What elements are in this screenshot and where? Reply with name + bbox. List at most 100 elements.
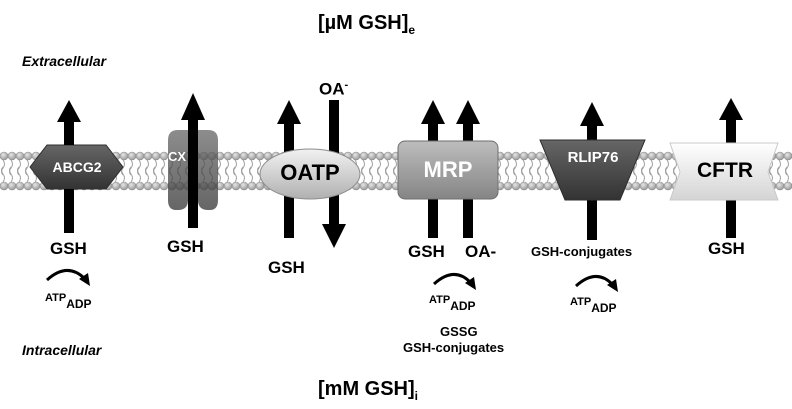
cftr-arrow-head <box>719 98 743 120</box>
lipid-head <box>119 181 129 191</box>
lipid-tail <box>529 166 533 183</box>
lipid-tail <box>225 159 229 176</box>
lipid-head <box>535 181 545 191</box>
lipid-tail <box>505 166 509 183</box>
lipid-head <box>663 181 673 191</box>
lipid-tail <box>369 159 373 176</box>
lipid-tail <box>377 166 381 183</box>
lipid-tail <box>649 159 653 176</box>
mrp-arrow2-head <box>456 100 480 124</box>
oatp-exchange-anion: OA- <box>319 80 348 98</box>
lipid-tail <box>145 159 149 176</box>
lipid-head <box>255 151 265 161</box>
lipid-head <box>111 181 121 191</box>
lipid-head <box>127 151 137 161</box>
lipid-head <box>231 151 241 161</box>
lipid-tail <box>657 159 661 176</box>
intracellular-conc-sub: i <box>414 389 419 403</box>
mrp-box <box>397 140 499 200</box>
lipid-tail <box>9 166 13 183</box>
lipid-tail <box>153 166 157 183</box>
abcg2-label: ABCG2 <box>52 159 102 175</box>
lipid-head <box>375 151 385 161</box>
rlip76-transporter <box>539 102 646 240</box>
lipid-head <box>151 151 161 161</box>
lipid-head <box>247 181 257 191</box>
lipid-head <box>519 181 529 191</box>
lipid-tail <box>393 159 397 176</box>
lipid-tail <box>545 159 549 176</box>
lipid-head <box>23 181 33 191</box>
lipid-tail <box>657 166 661 183</box>
rlip76-label: RLIP76 <box>567 149 619 166</box>
mrp-atp-arc <box>432 273 472 286</box>
lipid-head <box>159 181 169 191</box>
lipid-head <box>527 181 537 191</box>
lipid-tail <box>641 166 645 183</box>
extracellular-conc-main: [µM GSH] <box>318 12 409 34</box>
rlip76-atp: ATP <box>570 296 592 308</box>
lipid-head <box>351 151 361 161</box>
lipid-tail <box>129 159 133 176</box>
lipid-tail <box>249 166 253 183</box>
lipid-tail <box>241 166 245 183</box>
mrp-label: MRP <box>423 157 473 182</box>
lipid-tail <box>361 166 365 183</box>
lipid-tail <box>513 159 517 176</box>
lipid-tail <box>137 159 141 176</box>
abcg2-hexagon <box>29 144 124 190</box>
lipid-head <box>511 181 521 191</box>
lipid-tail <box>521 159 525 176</box>
lipid-head <box>519 151 529 161</box>
lipid-head <box>359 151 369 161</box>
lipid-head <box>119 151 129 161</box>
lipid-head <box>239 181 249 191</box>
lipid-tail <box>225 166 229 183</box>
rlip76-adp: ADP <box>591 301 617 315</box>
lipid-tail <box>241 159 245 176</box>
lipid-head <box>135 151 145 161</box>
lipid-tail <box>25 166 29 183</box>
abcg2-atp-arc-head <box>79 273 90 286</box>
cx-arrow-head <box>181 93 205 120</box>
lipid-head <box>135 181 145 191</box>
mrp-adp: ADP <box>450 299 476 313</box>
mrp-arrow1-head <box>421 100 445 124</box>
lipid-tail <box>673 166 677 183</box>
lipid-tail <box>377 159 381 176</box>
lipid-head <box>543 181 553 191</box>
lipid-tail <box>233 166 237 183</box>
lipid-head <box>367 151 377 161</box>
lipid-head <box>647 151 657 161</box>
extracellular-concentration: [µM GSH]e <box>318 13 415 36</box>
lipid-head <box>223 151 233 161</box>
lipid-tail <box>233 159 237 176</box>
lipid-tail <box>17 159 21 176</box>
lipid-tail <box>513 166 517 183</box>
mrp-atp-arc-head <box>465 277 476 290</box>
lipid-head <box>239 151 249 161</box>
cftr-transporter <box>669 98 779 238</box>
lipid-tail <box>545 166 549 183</box>
lipid-head <box>663 151 673 161</box>
lipid-tail <box>785 166 789 183</box>
lipid-tail <box>641 159 645 176</box>
lipid-head <box>775 151 785 161</box>
abcg2-substrate: GSH <box>50 239 87 258</box>
lipid-tail <box>257 159 261 176</box>
oatp-ellipse <box>259 148 361 200</box>
lipid-head <box>783 181 792 191</box>
lipid-tail <box>257 166 261 183</box>
lipid-head <box>375 181 385 191</box>
mrp-substrate-gsh: GSH <box>408 242 445 261</box>
lipid-head <box>15 151 25 161</box>
intracellular-concentration: [mM GSH]i <box>318 379 418 402</box>
lipid-head <box>775 181 785 191</box>
lipid-tail <box>137 166 141 183</box>
intracellular-conc-main: [mM GSH] <box>318 378 415 400</box>
abcg2-adp: ADP <box>66 297 92 311</box>
extracellular-label: Extracellular <box>22 53 107 69</box>
lipid-head <box>367 181 377 191</box>
cx-label: CX <box>167 149 187 164</box>
